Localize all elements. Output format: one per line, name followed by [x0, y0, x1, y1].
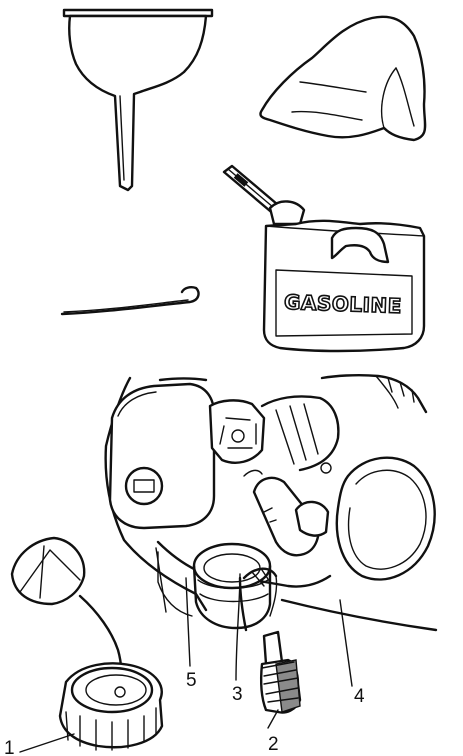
- leader-line-1: [20, 734, 74, 752]
- leader-line-4: [340, 600, 352, 686]
- leader-line-2: [268, 710, 278, 728]
- callout-2: 2: [268, 734, 279, 755]
- callout-1: 1: [4, 738, 15, 756]
- callout-4: 4: [354, 686, 365, 707]
- fuel-fill-neck-illustration: [194, 544, 270, 628]
- fuel-cap-illustration: [12, 538, 162, 750]
- funnel-illustration: [64, 10, 212, 190]
- callout-5: 5: [186, 670, 197, 691]
- gasoline-can-illustration: GASOLINE: [224, 166, 424, 351]
- can-label: GASOLINE: [284, 290, 403, 318]
- callout-3: 3: [232, 684, 243, 705]
- wire-hook-illustration: [62, 287, 198, 314]
- rag-illustration: [260, 17, 425, 140]
- leader-line-4-tool: [282, 600, 436, 630]
